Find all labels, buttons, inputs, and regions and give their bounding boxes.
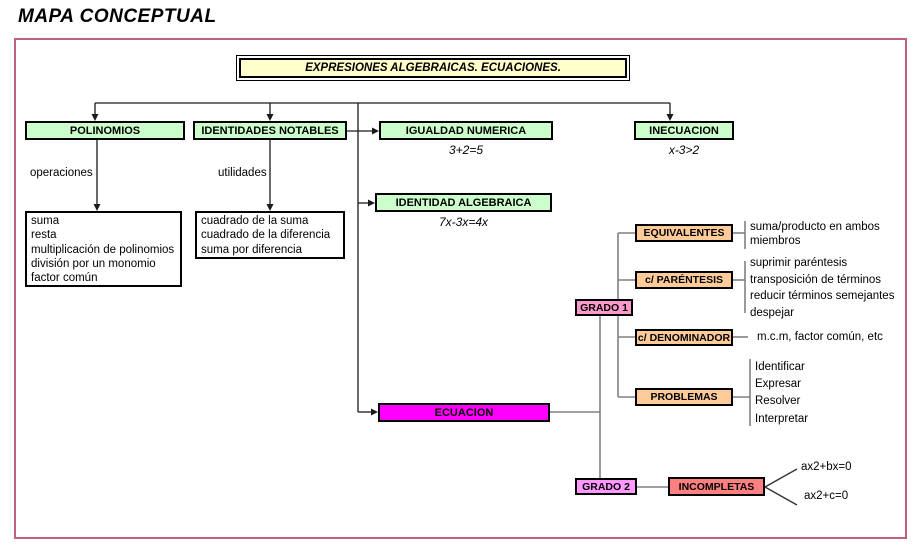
note-line: suma/producto en ambos xyxy=(750,221,880,233)
note-line: reducir términos semejantes xyxy=(750,290,895,302)
list-utilidades-identidades: cuadrado de la suma cuadrado de la difer… xyxy=(195,211,345,259)
edge-label-operaciones: operaciones xyxy=(30,167,93,179)
note-line: miembros xyxy=(750,235,801,247)
notes-con-denominador: m.c.m, factor común, etc xyxy=(757,331,883,343)
node-identidades-notables: IDENTIDADES NOTABLES xyxy=(193,121,347,140)
node-expresiones-algebraicas-label: EXPRESIONES ALGEBRAICAS. ECUACIONES. xyxy=(239,58,627,78)
list-item: resta xyxy=(31,229,57,242)
list-item: cuadrado de la diferencia xyxy=(201,229,331,242)
note-line: Expresar xyxy=(755,378,802,391)
list-item: factor común xyxy=(31,272,98,285)
example-identidad-algebraica: 7x-3x=4x xyxy=(438,215,489,229)
node-con-parentesis: c/ PARÉNTESIS xyxy=(635,271,733,289)
note-line: despejar xyxy=(750,306,795,319)
formula-ax2-c: ax2+c=0 xyxy=(804,490,849,502)
note-line: m.c.m, factor común, etc xyxy=(757,331,883,343)
list-item: multiplicación de polinomios xyxy=(31,243,175,256)
notes-problemas: Identificar Expresar Resolver Interpreta… xyxy=(755,359,808,428)
node-expresiones-algebraicas: EXPRESIONES ALGEBRAICAS. ECUACIONES. xyxy=(236,55,630,81)
node-ecuacion: ECUACION xyxy=(378,403,550,422)
node-grado-1: GRADO 1 xyxy=(575,299,633,316)
node-identidad-algebraica: IDENTIDAD ALGEBRAICA xyxy=(375,193,552,212)
list-item: cuadrado de la suma xyxy=(201,215,309,227)
node-problemas: PROBLEMAS xyxy=(635,388,733,406)
notes-con-parentesis: suprimir paréntesis transposición de tér… xyxy=(750,255,894,321)
note-line: Resolver xyxy=(755,395,801,408)
list-item: división por un monomio xyxy=(31,257,156,270)
node-equivalentes: EQUIVALENTES xyxy=(635,224,733,242)
note-line: transposición de términos xyxy=(750,273,882,286)
formula-ax2-bx: ax2+bx=0 xyxy=(801,461,852,473)
list-item: suma xyxy=(31,215,60,227)
note-line: suprimir paréntesis xyxy=(750,257,848,269)
node-polinomios: POLINOMIOS xyxy=(25,121,185,140)
notes-equivalentes: suma/producto en ambos miembros xyxy=(750,220,880,248)
edge-label-utilidades: utilidades xyxy=(218,167,267,179)
page-title: MAPA CONCEPTUAL xyxy=(18,6,217,27)
node-igualdad-numerica: IGUALDAD NUMERICA xyxy=(379,121,553,140)
node-grado-2: GRADO 2 xyxy=(575,478,637,495)
note-line: Interpretar xyxy=(755,412,809,425)
node-con-denominador: c/ DENOMINADOR xyxy=(635,329,733,346)
list-operaciones-polinomios: suma resta multiplicación de polinomios … xyxy=(25,211,182,287)
node-incompletas: INCOMPLETAS xyxy=(668,477,765,496)
example-igualdad-numerica: 3+2=5 xyxy=(448,143,484,157)
list-item: suma por diferencia xyxy=(201,243,302,256)
example-inecuacion: x-3>2 xyxy=(668,143,700,157)
note-line: Identificar xyxy=(755,361,805,373)
node-inecuacion: INECUACION xyxy=(634,121,734,140)
